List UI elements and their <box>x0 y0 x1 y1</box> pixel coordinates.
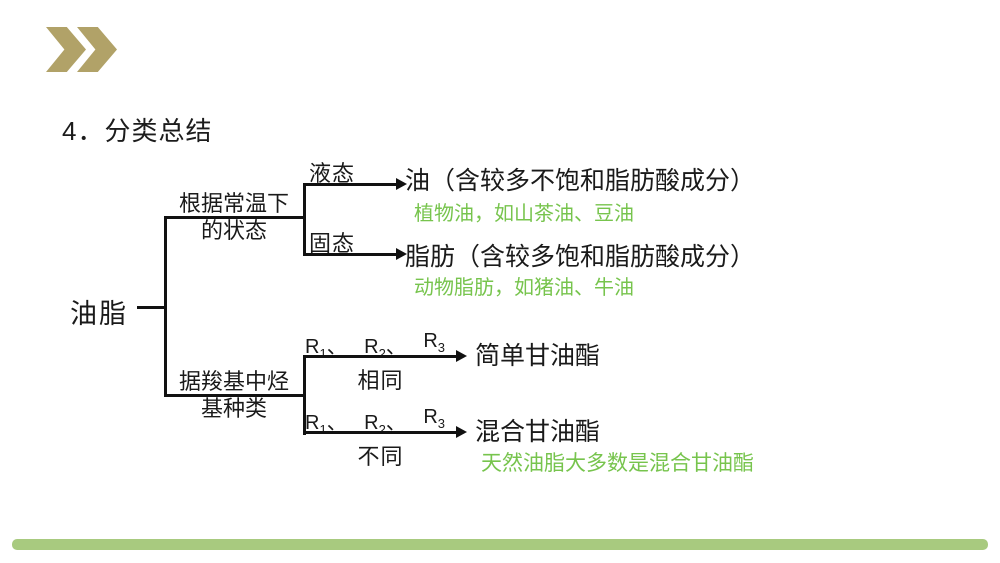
r2-label: R2、 <box>364 412 406 437</box>
branch2-bracket-line <box>303 355 306 435</box>
slide-title: 4．分类总结 <box>62 116 213 146</box>
condition-different: 不同 <box>357 444 404 469</box>
r-groups-label-different: R1、 R2、 R3 <box>305 406 445 437</box>
condition-liquid: 液态 <box>309 161 356 186</box>
tree-root-label: 油脂 <box>70 299 128 329</box>
r2-label: R2、 <box>364 336 406 361</box>
arrow-right-icon <box>456 350 467 362</box>
arrow-right-icon <box>396 248 407 260</box>
arrow-right-icon <box>456 426 467 438</box>
root-bracket-line <box>164 216 167 397</box>
r1-label: R1、 <box>305 336 347 361</box>
condition-solid: 固态 <box>309 231 356 256</box>
branch1-label-line1: 根据常温下 <box>178 191 289 216</box>
same-arrow-line <box>303 355 458 358</box>
r1-label: R1、 <box>305 412 347 437</box>
r3-label: R3 <box>423 406 445 431</box>
branch1-line <box>164 216 305 219</box>
r3-label: R3 <box>423 330 445 355</box>
branch2-label-line2: 基种类 <box>200 396 267 421</box>
result-simple-glyceride: 简单甘油酯 <box>475 342 601 370</box>
note-vegetable-oil: 植物油，如山茶油、豆油 <box>414 203 634 225</box>
solid-arrow-line <box>303 253 398 256</box>
root-connector-line <box>137 306 166 309</box>
branch1-label-line2: 的状态 <box>200 218 267 243</box>
result-fat: 脂肪（含较多饱和脂肪酸成分） <box>405 243 756 271</box>
slide-logo <box>46 27 126 72</box>
condition-same: 相同 <box>357 368 404 393</box>
result-mixed-glyceride: 混合甘油酯 <box>475 418 601 446</box>
result-oil: 油（含较多不饱和脂肪酸成分） <box>405 167 756 195</box>
branch1-label: 根据常温下 的状态 <box>166 190 302 244</box>
bottom-accent-bar <box>12 539 988 550</box>
branch2-label-line1: 据羧基中烃 <box>178 369 289 394</box>
liquid-arrow-line <box>303 183 398 186</box>
r-groups-label-same: R1、 R2、 R3 <box>305 330 445 361</box>
note-animal-fat: 动物脂肪，如猪油、牛油 <box>414 277 634 299</box>
chevron-right-icon <box>46 27 86 72</box>
different-arrow-line <box>303 431 458 434</box>
note-natural-oils: 天然油脂大多数是混合甘油酯 <box>481 452 754 475</box>
branch2-label: 据羧基中烃 基种类 <box>166 368 302 422</box>
arrow-right-icon <box>396 178 407 190</box>
branch2-line <box>164 394 305 397</box>
branch1-bracket-line <box>303 183 306 256</box>
